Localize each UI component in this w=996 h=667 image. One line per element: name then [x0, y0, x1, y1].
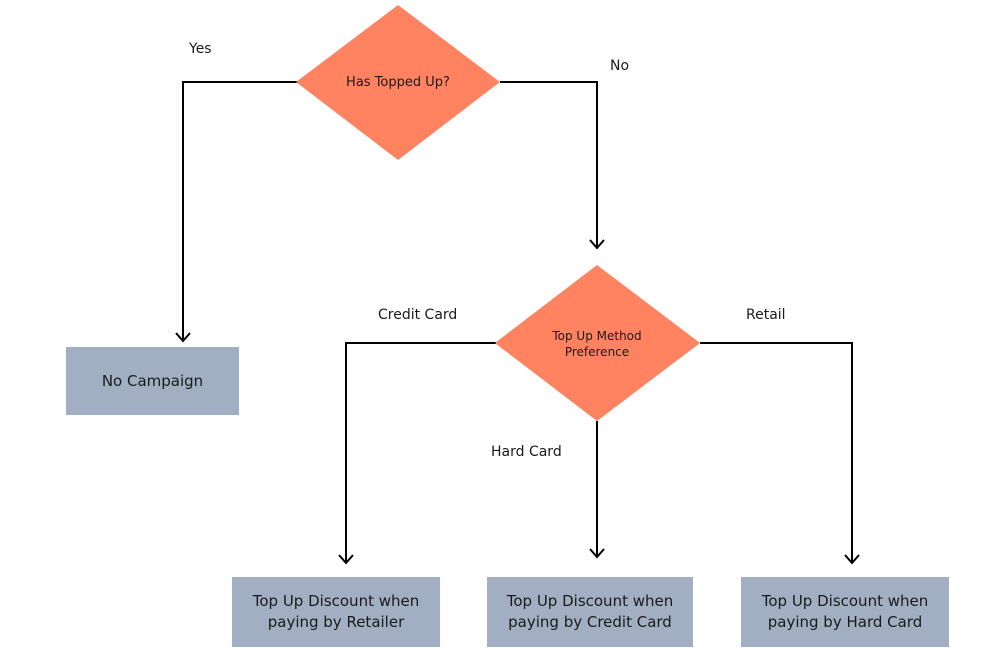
decision-has-topped-up	[296, 5, 500, 160]
arrowhead-retailer-box	[338, 554, 354, 565]
arrowhead-method	[589, 239, 605, 250]
edge-label-no: No	[610, 58, 630, 74]
edge-label-credit-card: Credit Card	[378, 307, 458, 323]
arrowhead-no-campaign	[175, 332, 191, 343]
box-discount-retailer	[232, 577, 440, 647]
connector-no	[500, 81, 598, 247]
edge-label-yes: Yes	[189, 41, 212, 57]
decision-top-up-method	[495, 265, 700, 421]
connector-credit-card	[345, 342, 496, 562]
box-no-campaign	[66, 347, 239, 415]
connector-yes	[182, 81, 298, 340]
edge-label-retail: Retail	[746, 307, 786, 323]
edge-label-hard-card: Hard Card	[491, 444, 562, 460]
arrowhead-credit-card-box	[589, 548, 605, 559]
box-discount-credit-card	[487, 577, 693, 647]
arrowhead-hard-card-box	[844, 554, 860, 565]
box-discount-hard-card	[741, 577, 949, 647]
connector-retail	[700, 342, 853, 562]
